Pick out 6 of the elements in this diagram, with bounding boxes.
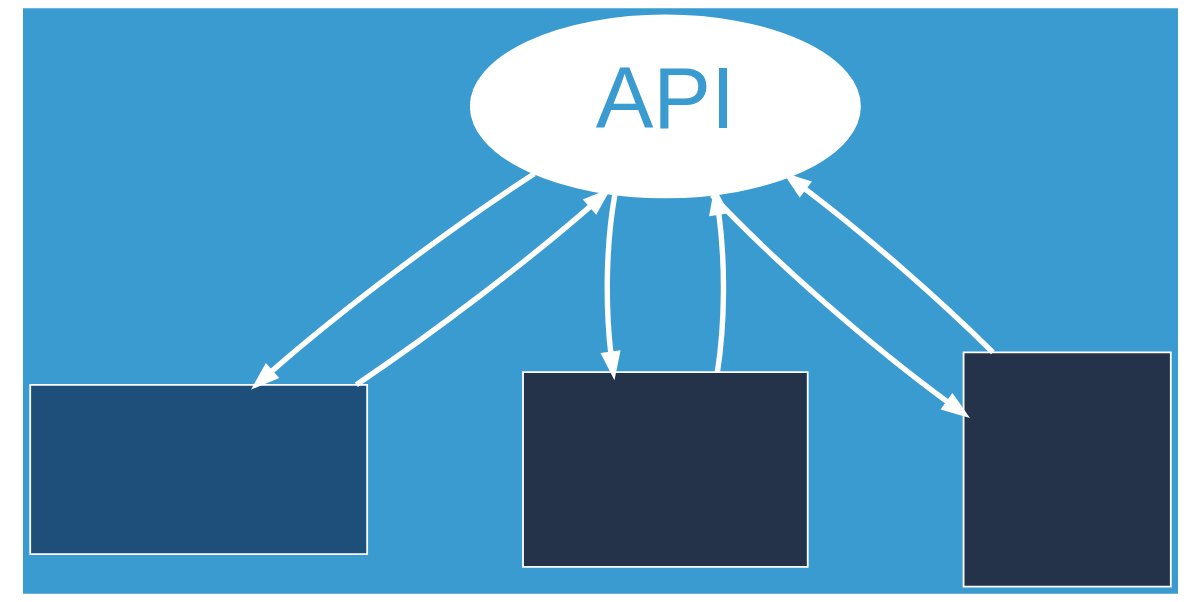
arrow [600,193,621,381]
node-box [962,351,1172,588]
arrow [250,171,536,390]
node-box [28,383,368,556]
arrow [709,193,970,419]
node-box [521,371,809,568]
